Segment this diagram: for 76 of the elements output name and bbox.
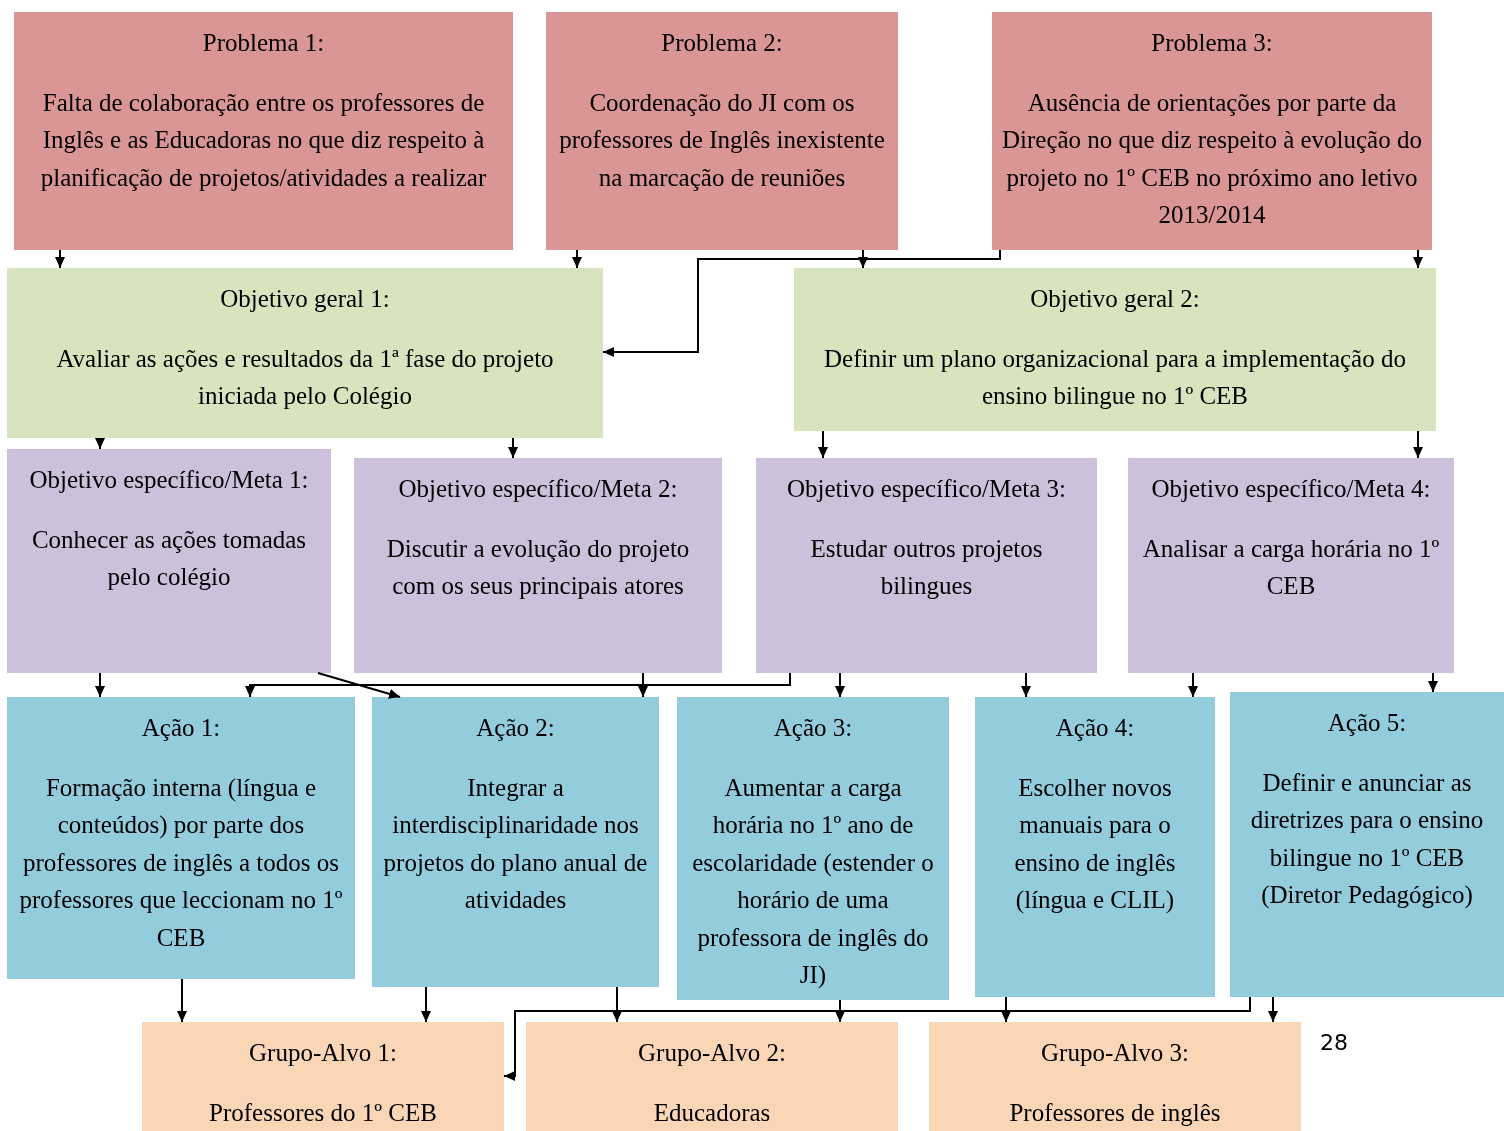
action-box: [7, 697, 355, 979]
action-box: [975, 697, 1215, 997]
box-heading: Objetivo geral 2:: [1030, 284, 1200, 314]
arrow: [55, 249, 65, 269]
box-heading: Ação 4:: [1055, 713, 1135, 743]
target-group-box: [526, 1022, 898, 1131]
box-text: Professores do 1º CEB: [209, 1097, 437, 1128]
target-box: [354, 458, 722, 673]
box-heading: Objetivo específico/Meta 3:: [786, 474, 1067, 504]
arrow: [508, 437, 518, 459]
arrow: [638, 672, 648, 698]
arrow: [317, 672, 401, 699]
box-text: Definir um plano organizacional para a implementação do ensino bilingue no 1º CEB: [823, 343, 1407, 411]
goal-box: [794, 268, 1436, 431]
box-text: Coordenação do JI com os professores de Inglês inexistente na marcação de reuniões: [558, 87, 886, 193]
box-text: Educadoras: [653, 1097, 771, 1128]
arrow: [858, 249, 868, 269]
arrow: [1413, 430, 1423, 459]
box-heading: Objetivo específico/Meta 2:: [398, 474, 678, 504]
arrow: [835, 999, 845, 1023]
arrow: [818, 430, 828, 459]
box-text: Professores de inglês: [1009, 1097, 1221, 1128]
box-heading: Problema 2:: [661, 28, 783, 58]
arrow: [1001, 996, 1011, 1023]
action-box: [677, 697, 949, 1000]
action-box: [1230, 692, 1504, 997]
action-box: [372, 697, 659, 987]
arrow: [1188, 672, 1198, 698]
box-heading: Grupo-Alvo 1:: [249, 1038, 397, 1068]
box-heading: Ação 1:: [141, 713, 221, 743]
target-box: [1128, 458, 1454, 673]
problem-box: [992, 12, 1432, 250]
box-heading: Objetivo específico/Meta 1:: [29, 465, 309, 495]
problem-box: [546, 12, 898, 250]
arrow: [835, 672, 845, 698]
elbow-arrow: [245, 672, 791, 698]
box-heading: Problema 3:: [1151, 28, 1273, 58]
target-group-box: [929, 1022, 1301, 1131]
box-text: Conhecer as ações tomadas pelo colégio: [30, 524, 308, 592]
box-text: Analisar a carga horária no 1º CEB: [1141, 533, 1441, 601]
arrow: [95, 437, 105, 450]
arrow: [1413, 249, 1423, 269]
arrow: [572, 249, 582, 269]
box-heading: Problema 1:: [202, 28, 325, 58]
box-text: Integrar a interdisciplinaridade nos projetos do plano anual de atividades: [382, 772, 649, 915]
box-heading: Ação 5:: [1327, 708, 1407, 738]
box-text: Avaliar as ações e resultados da 1ª fase do projeto iniciada pelo Colégio: [55, 343, 555, 411]
box-heading: Grupo-Alvo 3:: [1041, 1038, 1189, 1068]
box-text: Ausência de orientações por parte da Direção no que diz respeito à evolução do projeto no 1º CEB no próximo ano letivo 2013/2014: [1002, 87, 1422, 230]
arrow: [1021, 672, 1031, 698]
elbow-arrow: [503, 996, 1251, 1081]
target-box: [7, 449, 331, 673]
box-heading: Objetivo geral 1:: [220, 284, 390, 314]
goal-box: [7, 268, 603, 438]
box-heading: Grupo-Alvo 2:: [638, 1038, 786, 1068]
arrow: [421, 986, 431, 1023]
problem-box: [14, 12, 513, 250]
box-heading: Ação 2:: [476, 713, 555, 743]
box-text: Aumentar a carga horária no 1º ano de escolaridade (estender o horário de uma professora de inglês do JI): [691, 772, 935, 990]
box-heading: Objetivo específico/Meta 4:: [1151, 474, 1431, 504]
box-heading: Ação 3:: [773, 713, 853, 743]
arrow: [1268, 996, 1278, 1023]
target-group-box: [142, 1022, 504, 1131]
arrow: [177, 978, 187, 1023]
box-text: Definir e anunciar as diretrizes para o ensino bilingue no 1º CEB (Diretor Pedagógico): [1249, 767, 1485, 911]
elbow-arrow: [602, 249, 1001, 357]
page-number: 28: [1320, 1030, 1348, 1055]
box-text: Escolher novos manuais para o ensino de inglês (língua e CLIL): [1013, 772, 1177, 915]
box-text: Discutir a evolução do projeto com os seus principais atores: [385, 533, 691, 601]
box-text: Formação interna (língua e conteúdos) por parte dos professores de inglês a todos os professores que leccionam no 1º CEB: [18, 772, 344, 953]
arrow: [612, 986, 622, 1023]
arrow: [1428, 672, 1438, 693]
target-box: [756, 458, 1097, 673]
arrow: [95, 672, 105, 698]
box-text: Falta de colaboração entre os professores de Inglês e as Educadoras no que diz respeito à planificação de projetos/atividades a realizar: [39, 87, 488, 193]
box-text: Estudar outros projetos bilingues: [809, 533, 1044, 601]
